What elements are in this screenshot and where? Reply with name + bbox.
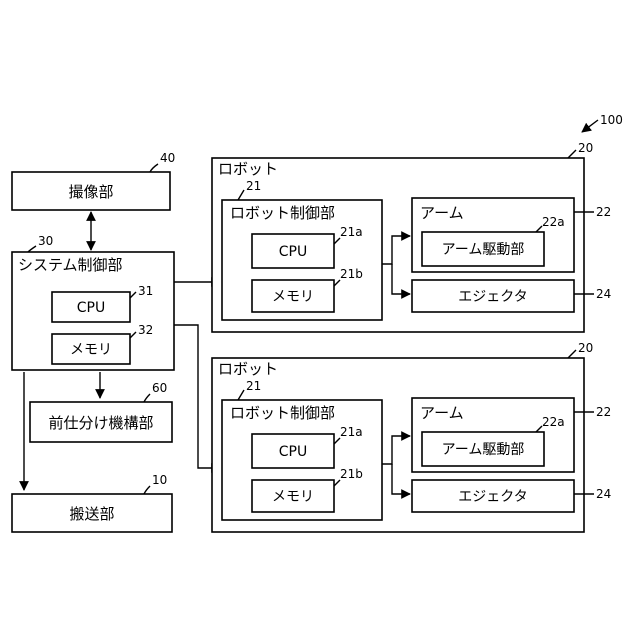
system-cpu-ref: 31 bbox=[138, 284, 153, 298]
robot-1-cpu-ref: 21a bbox=[340, 225, 363, 239]
robot-1-ejector-label: エジェクタ bbox=[458, 289, 527, 305]
robot-2-controller-ref: 21 bbox=[246, 379, 261, 393]
ref-100: 100 bbox=[600, 113, 623, 127]
system-control-label: システム制御部 bbox=[18, 256, 123, 274]
robot-1-ejector-ref: 24 bbox=[596, 287, 611, 301]
presort-ref: 60 bbox=[152, 381, 167, 395]
imaging-unit-ref: 40 bbox=[160, 151, 175, 165]
robot-2-arm-label: アーム bbox=[420, 404, 464, 422]
conveyor-leader bbox=[144, 486, 150, 494]
robot-2-ejector-ref: 24 bbox=[596, 487, 611, 501]
robot-2: ロボット 20 ロボット制御部 21 CPU 21a メモリ 21b アーム 2… bbox=[212, 341, 611, 532]
robot-1-ref: 20 bbox=[578, 141, 593, 155]
robot-1-title: ロボット bbox=[218, 160, 278, 178]
robot-2-ejector-label: エジェクタ bbox=[458, 489, 527, 505]
imaging-unit: 撮像部 40 bbox=[12, 151, 175, 210]
robot-1-controller-ref: 21 bbox=[246, 179, 261, 193]
conveyor-label: 搬送部 bbox=[69, 505, 114, 523]
robot-2-ref: 20 bbox=[578, 341, 593, 355]
robot-2-arm-drive-ref: 22a bbox=[542, 415, 565, 429]
presort-mechanism: 前仕分け機構部 60 bbox=[30, 381, 172, 442]
robot-1-arm-drive-label: アーム駆動部 bbox=[442, 242, 525, 258]
presort-leader bbox=[144, 394, 150, 402]
system-control-unit: システム制御部 30 CPU 31 メモリ 32 bbox=[12, 234, 174, 370]
robot-1-controller-label: ロボット制御部 bbox=[230, 204, 335, 222]
conveyor-unit: 搬送部 10 bbox=[12, 473, 172, 532]
robot-2-memory-ref: 21b bbox=[340, 467, 363, 481]
robot-2-title: ロボット bbox=[218, 360, 278, 378]
robot-1-cpu-label: CPU bbox=[279, 244, 307, 260]
robot-2-arm-ref: 22 bbox=[596, 405, 611, 419]
robot-1: ロボット 20 ロボット制御部 21 CPU 21a メモリ 21b アーム 2… bbox=[212, 141, 611, 332]
robot-2-arm-drive-label: アーム駆動部 bbox=[442, 442, 525, 458]
robot-2-cpu-ref: 21a bbox=[340, 425, 363, 439]
robot-2-cpu-label: CPU bbox=[279, 444, 307, 460]
system-cpu-label: CPU bbox=[77, 300, 105, 316]
robot-2-controller-label: ロボット制御部 bbox=[230, 404, 335, 422]
robot-2-leader bbox=[568, 350, 576, 358]
robot-1-arm-ref: 22 bbox=[596, 205, 611, 219]
system-memory-label: メモリ bbox=[70, 342, 112, 358]
imaging-unit-leader bbox=[150, 164, 158, 172]
robot-1-arm-drive-ref: 22a bbox=[542, 215, 565, 229]
robot-1-memory-label: メモリ bbox=[272, 289, 314, 305]
system-control-leader bbox=[28, 246, 36, 252]
presort-label: 前仕分け機構部 bbox=[48, 414, 153, 432]
robot-2-memory-label: メモリ bbox=[272, 489, 314, 505]
system-memory-ref: 32 bbox=[138, 323, 153, 337]
robot-1-leader bbox=[568, 150, 576, 158]
conveyor-ref: 10 bbox=[152, 473, 167, 487]
imaging-unit-label: 撮像部 bbox=[68, 183, 113, 201]
system-control-ref: 30 bbox=[38, 234, 53, 248]
robot-1-memory-ref: 21b bbox=[340, 267, 363, 281]
ref-100-arrow bbox=[582, 120, 598, 132]
robot-1-arm-label: アーム bbox=[420, 204, 464, 222]
